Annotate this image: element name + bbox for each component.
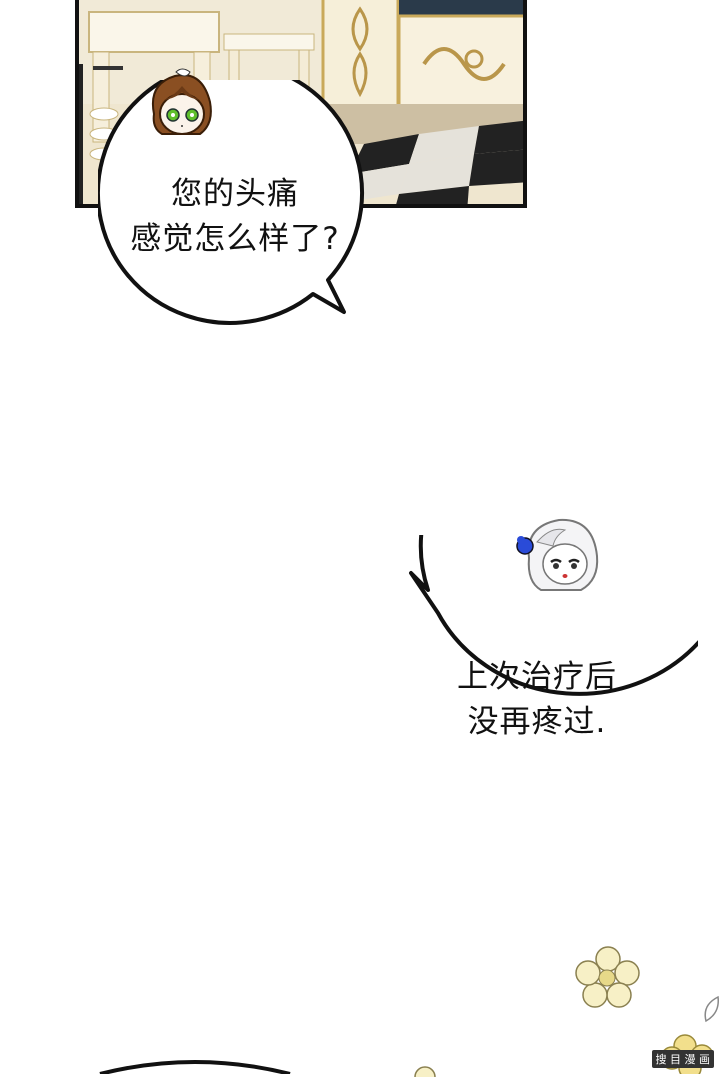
speech-bubble-1-text: 您的头痛 感觉怎么样了? xyxy=(100,172,370,262)
watermark-badge: 搜 目 漫 画 xyxy=(651,1050,714,1068)
speech-bubble-partial-outline xyxy=(99,1060,291,1076)
flower-partial-bottom xyxy=(405,1062,445,1081)
speech-bubble-2: 上次治疗后 没再疼过. xyxy=(368,535,698,843)
speech-bubble-1-line-1: 您的头痛 xyxy=(171,176,299,212)
speech-bubble-2-text: 上次治疗后 没再疼过. xyxy=(382,655,692,745)
speech-bubble-2-line-2: 没再疼过. xyxy=(467,704,607,740)
flower-icon xyxy=(575,946,640,1008)
speech-bubble-1-outline xyxy=(98,80,364,325)
chibi-character-brown-hair xyxy=(140,64,222,146)
speech-bubble-partial-bottom xyxy=(95,1058,295,1076)
chibi-character-white-hair xyxy=(515,512,607,596)
speech-bubble-2-outline xyxy=(409,535,698,696)
speech-bubble-2-line-1: 上次治疗后 xyxy=(457,659,617,695)
character-avatar-icon xyxy=(152,68,212,135)
leaf-icon xyxy=(704,995,719,1023)
flower-icon xyxy=(414,1066,436,1081)
character-avatar-icon xyxy=(516,518,599,591)
flower-decoration xyxy=(575,945,645,1010)
flower-leaf-partial xyxy=(700,995,720,1025)
speech-bubble-1-line-2: 感觉怎么样了? xyxy=(130,221,340,257)
speech-bubble-1: 您的头痛 感觉怎么样了? xyxy=(98,80,373,350)
